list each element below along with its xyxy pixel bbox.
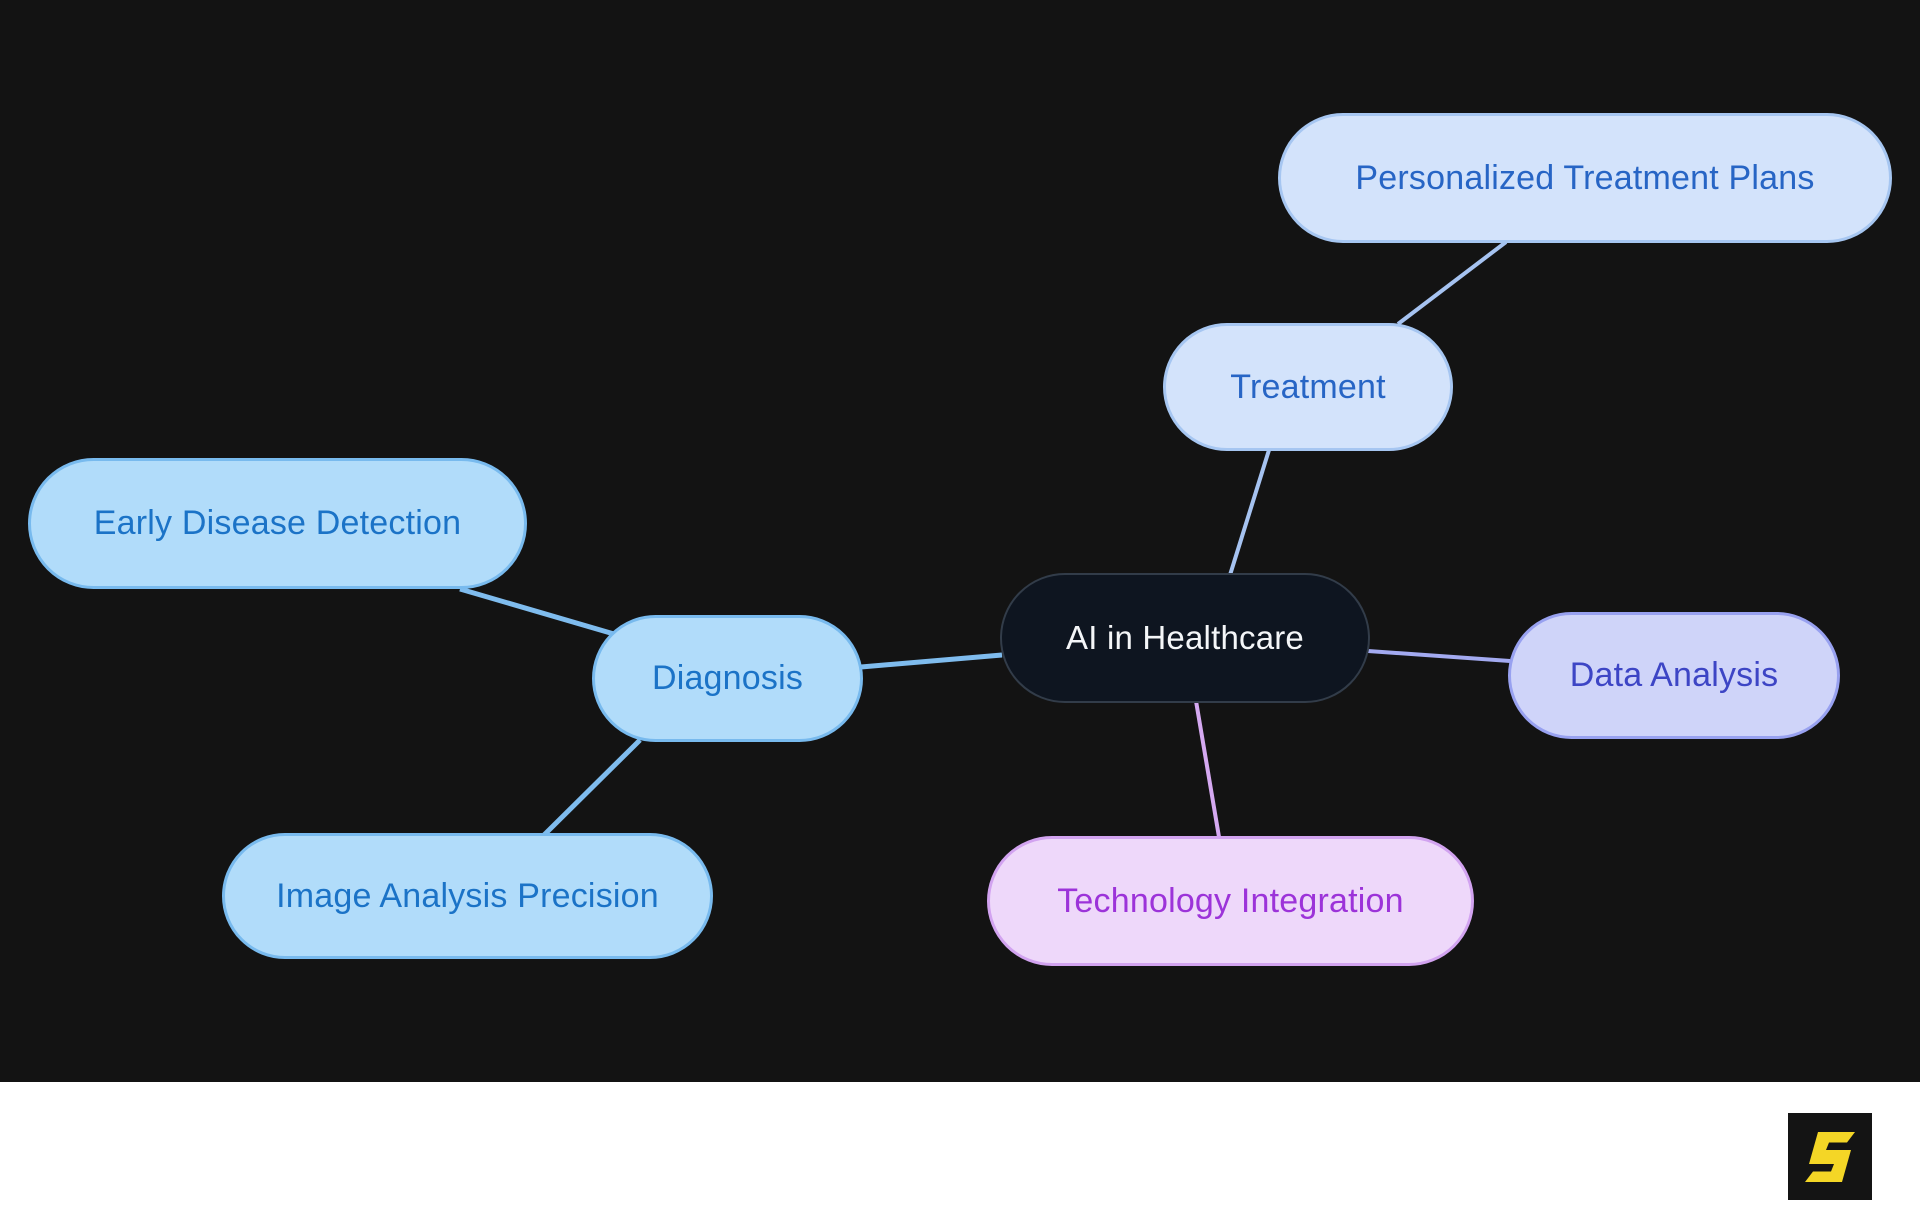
edge-diagnosis-early [459,586,615,637]
node-ai-in-healthcare: AI in Healthcare [1000,573,1370,703]
brand-logo-tile [1788,1113,1872,1200]
brand-s-icon [1805,1131,1855,1182]
node-data-analysis: Data Analysis [1508,612,1840,739]
node-early-disease-detection: Early Disease Detection [28,458,527,589]
node-personalized-treatment-plans: Personalized Treatment Plans [1278,113,1892,243]
edge-center-tech [1194,700,1221,838]
edges-layer [459,240,1511,838]
edge-center-diagnosis [860,652,1003,670]
node-diagnosis: Diagnosis [592,615,863,742]
edge-center-data [1367,649,1511,663]
footer-strip [0,1082,1920,1215]
node-image-analysis-precision: Image Analysis Precision [222,833,713,959]
node-technology-integration: Technology Integration [987,836,1474,966]
node-treatment-label: Treatment [1230,367,1386,406]
node-data-analysis-label: Data Analysis [1569,656,1779,694]
edge-treatment-personalized [1396,240,1508,326]
node-technology-integration-label: Technology Integration [1057,881,1404,920]
edge-center-treatment [1228,449,1271,576]
edge-diagnosis-image [541,738,642,838]
node-image-analysis-precision-label: Image Analysis Precision [276,876,659,915]
node-early-disease-detection-label: Early Disease Detection [93,504,462,542]
node-treatment: Treatment [1163,323,1453,451]
node-diagnosis-label: Diagnosis [651,659,804,697]
node-personalized-treatment-plans-label: Personalized Treatment Plans [1355,158,1815,197]
node-ai-in-healthcare-label: AI in Healthcare [1066,619,1304,656]
